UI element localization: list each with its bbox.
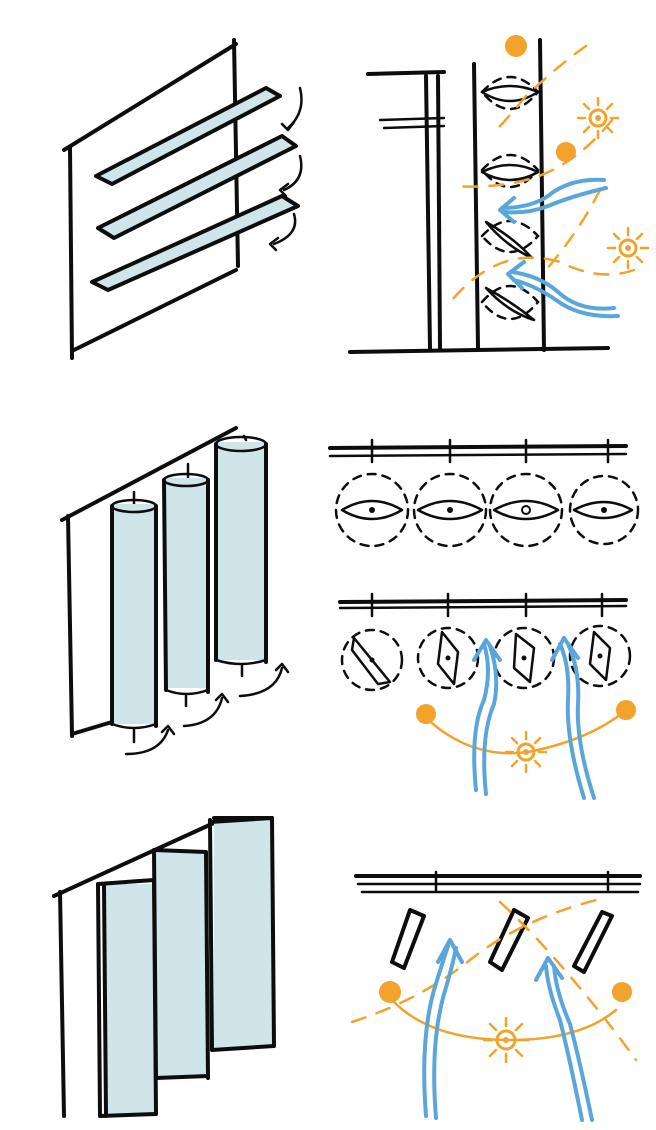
panel-plan	[490, 910, 528, 970]
panel-plan	[574, 912, 612, 972]
vertical-panels-plan-open	[352, 872, 640, 1120]
rotation-arrow-icon	[184, 698, 222, 726]
horizontal-louvers-section	[350, 35, 648, 352]
fin-plan-closed	[490, 474, 562, 546]
rotating-fin	[164, 474, 208, 706]
sun-icon	[612, 982, 632, 1002]
sun-icon	[616, 700, 636, 720]
louver-section-blade	[482, 286, 538, 320]
louver-section-blade	[482, 221, 538, 258]
facade-outer-line	[540, 40, 544, 350]
wall-edge-left	[70, 148, 72, 358]
rotating-fin	[216, 437, 266, 676]
louver-section-blade	[482, 155, 538, 187]
column-line	[426, 76, 430, 348]
mullion-ticks	[372, 440, 608, 462]
facade-line	[340, 600, 626, 602]
rotating-fin	[112, 500, 156, 742]
fin-plan-rotated	[418, 628, 478, 688]
fin-plan-closed	[414, 474, 486, 546]
wall-edge-left	[60, 892, 64, 1116]
facade-inner-line	[474, 64, 478, 348]
wall-edge-left	[68, 516, 72, 736]
sun-angle-lines	[352, 900, 636, 1060]
louver-blade	[98, 136, 296, 238]
fin-plan-rotated	[494, 628, 554, 688]
sun-icon	[484, 1018, 528, 1062]
vertical-fins-perspective	[62, 428, 288, 754]
vertical-panel	[154, 850, 208, 1078]
sun-icon	[608, 228, 648, 268]
fin-plan-closed	[336, 474, 408, 546]
airflow-arrow-icon	[424, 940, 462, 1118]
vertical-panel	[210, 818, 274, 1050]
airflow-arrow-icon	[552, 638, 594, 798]
facade-line	[340, 606, 626, 608]
sun-icon	[379, 981, 401, 1003]
slab-line	[380, 118, 444, 120]
slab-line	[368, 72, 444, 74]
rotation-arrow-icon	[282, 122, 294, 130]
sun-icon	[578, 98, 618, 138]
column-line	[438, 76, 440, 348]
facade-line	[330, 454, 626, 456]
sun-icon	[505, 35, 527, 57]
ground-line	[350, 348, 608, 352]
fin-plan-closed	[570, 476, 638, 544]
wall-edge-bottom	[72, 722, 112, 734]
louver-blade	[92, 196, 298, 290]
mullion-ticks	[372, 594, 602, 616]
slab-line	[384, 126, 444, 128]
sun-icon	[506, 732, 546, 772]
panel-plan	[392, 910, 424, 968]
sun-icon	[556, 142, 576, 162]
rotation-arrow-icon	[240, 668, 282, 696]
vertical-fins-plan-rotated	[340, 594, 636, 798]
rotation-arrow-icon	[126, 730, 168, 754]
vertical-panels-perspective	[54, 818, 274, 1116]
sun-icon	[416, 704, 436, 724]
vertical-fins-plan-closed	[330, 440, 638, 546]
vertical-panel	[98, 880, 156, 1116]
facade-line	[330, 446, 626, 448]
louver-section-blade	[482, 77, 538, 109]
horizontal-louvers-perspective	[64, 40, 302, 358]
fin-plan-rotated	[342, 630, 402, 690]
